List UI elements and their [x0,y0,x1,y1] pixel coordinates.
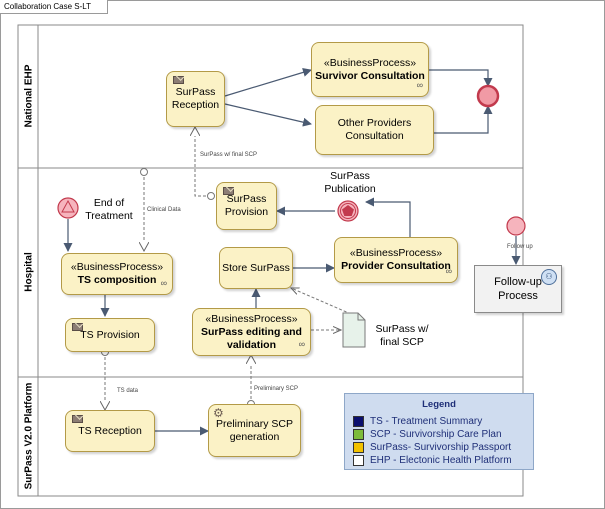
subprocess-link-icon: ∞ [416,80,423,90]
edge-label-ts-data: TS data [117,388,139,394]
pool-border [17,24,524,497]
edge-label-surpass-final-scp: SurPass w/ final SCP [200,152,258,158]
task-preliminary-scp-generation[interactable]: ⚙ Preliminary SCP generation [208,404,301,457]
clinical-data-circle [140,168,148,176]
service-gear-icon: ⚙ [213,406,224,420]
flow-other-to-end [434,105,493,134]
frame-title: Collaboration Case S-LT [0,0,109,14]
start-event-followup [506,216,526,236]
stereotype-label: «BusinessProcess» [70,261,164,273]
legend-title: Legend [422,399,456,410]
legend-item-ts: TS - Treatment Summary [353,415,482,427]
legend-label: EHP - Electonic Health Platform [370,454,512,466]
legend-label: TS - Treatment Summary [370,415,483,427]
subprocess-link-icon: ∞ [298,339,305,349]
lane-label-national-ehp: National EHP [23,64,35,128]
edge-label-follow-up: Follow up [507,244,533,250]
edge-label-preliminary-scp: Preliminary SCP [254,386,299,392]
lane-label-platform: SurPass V2.0 Platform [23,382,35,490]
task-ts-provision[interactable]: TS Provision [65,318,155,352]
task-other-providers-consultation[interactable]: Other Providers Consultation [315,105,434,155]
legend-swatch [353,428,364,440]
process-name: Provider Consultation [341,260,451,272]
association-note-to-store [291,288,352,315]
subprocess-link-icon: ∞ [445,266,452,276]
message-envelope-icon [72,323,83,331]
legend-label: SurPass- Survivorship Passport [370,441,512,453]
legend-label: SCP - Survivorship Care Plan [370,428,502,440]
flow-consultation-to-publication [365,197,411,237]
task-label: TS Provision [80,328,140,341]
stereotype-label: «BusinessProcess» [323,56,417,69]
message-envelope-icon [173,76,184,84]
message-start-circle [207,192,215,200]
process-ts-composition[interactable]: «BusinessProcess» TS composition ∞ [61,253,173,295]
task-label: Other Providers Consultation [337,117,412,142]
stereotype-label: «BusinessProcess» [205,312,298,325]
process-name: Survivor Consultation [315,69,425,82]
subprocess-link-icon: ∞ [160,278,167,288]
stereotype-label: «BusinessProcess» [349,247,443,259]
legend-item-scp: SCP - Survivorship Care Plan [353,428,502,440]
flow-reception-to-survivor [224,68,312,97]
message-envelope-icon [72,415,83,423]
task-label: Preliminary SCP generation [215,417,294,443]
legend-swatch [353,415,364,427]
task-surpass-provision[interactable]: SurPass Provision [216,182,277,230]
data-object-surpass-final-scp [342,312,366,348]
task-label: Follow-up Process [494,276,542,302]
lane-label-hospital: Hospital [23,252,35,292]
flow-reception-to-other [224,103,312,127]
task-ts-reception[interactable]: TS Reception [65,410,155,452]
label-surpass-final-scp: SurPass w/ final SCP [375,323,429,348]
start-event-end-of-treatment [57,197,79,219]
task-label: Store SurPass [222,261,290,274]
collaboration-icon: ⚇ [541,269,557,285]
process-survivor-consultation[interactable]: «BusinessProcess» Survivor Consultation … [311,42,429,97]
label-surpass-publication: SurPass Publication [324,170,376,195]
intermediate-event-publication [337,200,359,222]
end-event-national [476,84,500,108]
task-label: SurPass Reception [171,86,220,111]
process-surpass-editing[interactable]: «BusinessProcess» SurPass editing and va… [192,308,311,356]
legend-item-surpass: SurPass- Survivorship Passport [353,441,511,453]
legend-item-ehp: EHP - Electonic Health Platform [353,454,512,466]
legend: Legend TS - Treatment Summary SCP - Surv… [344,393,534,470]
edge-label-clinical-data: Clinical Data [147,207,181,213]
process-name: TS composition [77,274,157,286]
legend-swatch [353,454,364,466]
task-label: SurPass Provision [224,193,269,218]
message-envelope-icon [223,187,234,195]
label-end-of-treatment: End of Treatment [85,197,133,222]
task-surpass-reception[interactable]: SurPass Reception [166,71,225,127]
process-provider-consultation[interactable]: «BusinessProcess» Provider Consultation … [334,237,458,283]
flow-survivor-to-end [429,69,493,87]
task-followup-process[interactable]: ⚇ Follow-up Process [474,265,562,313]
legend-swatch [353,441,364,453]
process-name: SurPass editing and validation [201,325,302,351]
task-label: TS Reception [78,424,142,437]
message-provision-to-reception [195,127,211,197]
task-store-surpass[interactable]: Store SurPass [219,247,293,289]
